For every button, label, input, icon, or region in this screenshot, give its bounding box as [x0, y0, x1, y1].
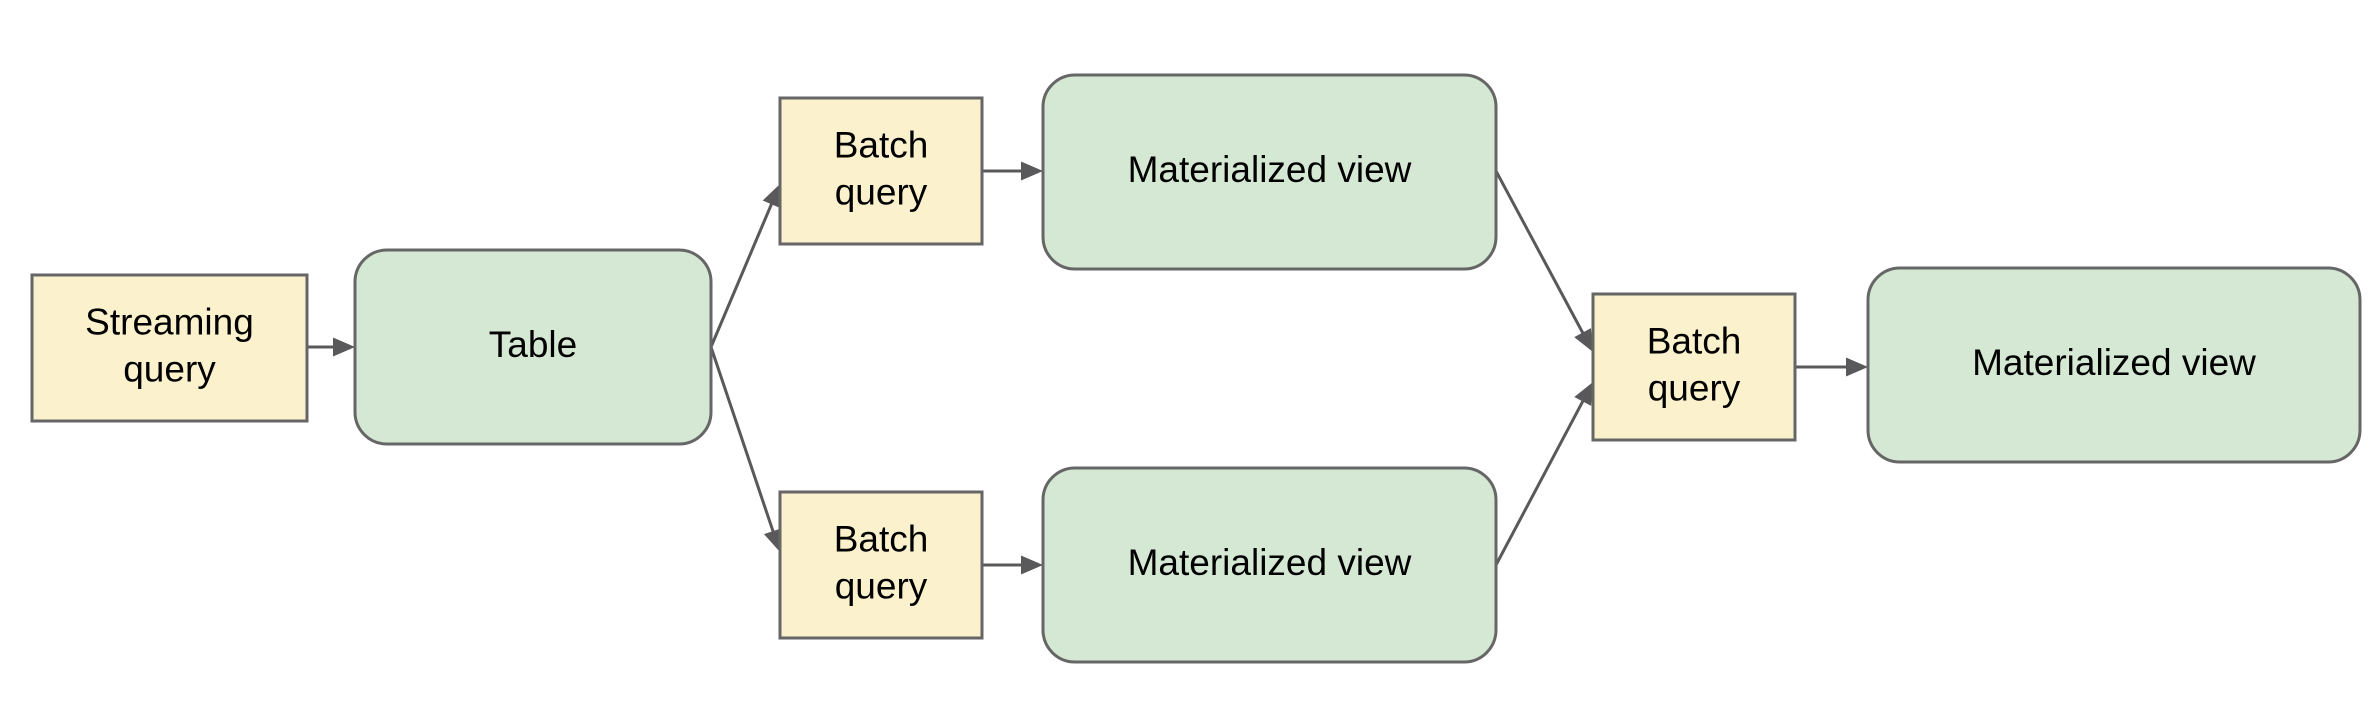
node-label-streaming-query: Streaming query — [85, 301, 254, 389]
node-batch-query-bottom[interactable]: Batch query — [778, 490, 984, 640]
node-shape-materialized-view-bottom[interactable] — [1041, 466, 1498, 664]
node-materialized-view-final[interactable]: Materialized view — [1866, 266, 2362, 464]
node-label-line: Batch — [1647, 320, 1742, 361]
node-label-line: Batch — [834, 518, 929, 559]
node-shape-batch-query-top[interactable] — [778, 96, 984, 246]
node-materialized-view-top[interactable]: Materialized view — [1041, 73, 1498, 271]
arrowhead-icon — [1574, 328, 1593, 352]
node-label-line: Materialized view — [1128, 149, 1412, 190]
arrowhead-icon — [1846, 357, 1868, 377]
node-shape-batch-query-merge[interactable] — [1591, 292, 1797, 442]
edge-line — [1494, 397, 1586, 566]
edge-line — [1494, 170, 1586, 337]
arrowhead-icon — [763, 528, 782, 552]
node-label-batch-query-merge: Batch query — [1647, 320, 1742, 408]
node-label-line: query — [123, 348, 216, 389]
edge-materialized-view-bottom-to-batch-query-merge — [1494, 382, 1593, 566]
arrowhead-icon — [1574, 382, 1593, 406]
arrowhead-icon — [1021, 555, 1043, 575]
node-batch-query-merge[interactable]: Batch query — [1591, 292, 1797, 442]
node-label-table: Table — [489, 324, 577, 365]
node-label-line: Materialized view — [1128, 542, 1412, 583]
node-label-line: Batch — [834, 124, 929, 165]
node-label-line: query — [1648, 367, 1741, 408]
node-batch-query-top[interactable]: Batch query — [778, 96, 984, 246]
node-label-line: query — [835, 565, 928, 606]
node-materialized-view-bottom[interactable]: Materialized view — [1041, 466, 1498, 664]
edge-line — [709, 346, 776, 536]
edges-layer — [307, 161, 1868, 575]
edge-streaming-query-to-table — [307, 337, 355, 357]
edge-line — [709, 199, 775, 348]
edge-batch-query-bottom-to-materialized-view-bottom — [982, 555, 1043, 575]
edge-table-to-batch-query-top — [709, 184, 781, 348]
node-label-batch-query-top: Batch query — [834, 124, 929, 212]
arrowhead-icon — [762, 184, 781, 208]
node-label-line: query — [835, 171, 928, 212]
node-shape-batch-query-bottom[interactable] — [778, 490, 984, 640]
node-shape-streaming-query[interactable] — [30, 273, 309, 423]
node-label-line: Streaming — [85, 301, 254, 342]
node-shape-materialized-view-top[interactable] — [1041, 73, 1498, 271]
edge-table-to-batch-query-bottom — [709, 346, 782, 552]
node-label-line: Table — [489, 324, 577, 365]
edge-batch-query-merge-to-materialized-view-final — [1795, 357, 1868, 377]
node-label-line: Materialized view — [1972, 342, 2256, 383]
edge-batch-query-top-to-materialized-view-top — [982, 161, 1043, 181]
node-shape-materialized-view-final[interactable] — [1866, 266, 2362, 464]
node-label-materialized-view-final: Materialized view — [1972, 342, 2256, 383]
node-streaming-query[interactable]: Streaming query — [30, 273, 309, 423]
node-shape-table[interactable] — [353, 248, 713, 446]
node-label-materialized-view-bottom: Materialized view — [1128, 542, 1412, 583]
node-table[interactable]: Table — [353, 248, 713, 446]
edge-materialized-view-top-to-batch-query-merge — [1494, 170, 1593, 352]
arrowhead-icon — [1021, 161, 1043, 181]
node-label-materialized-view-top: Materialized view — [1128, 149, 1412, 190]
node-label-batch-query-bottom: Batch query — [834, 518, 929, 606]
arrowhead-icon — [333, 337, 355, 357]
